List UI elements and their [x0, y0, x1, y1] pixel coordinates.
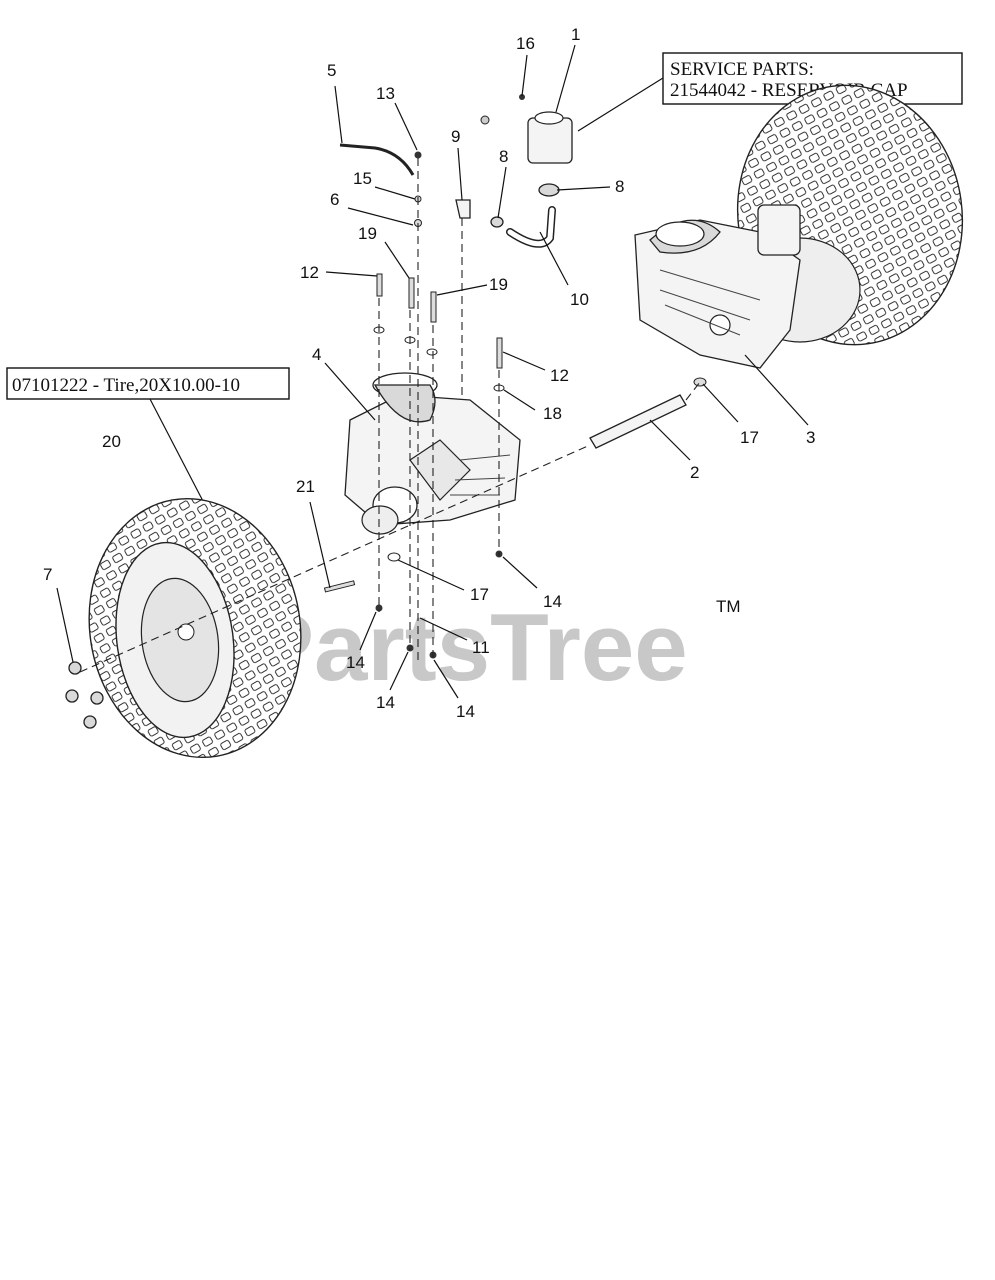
service-parts-title: SERVICE PARTS:: [670, 59, 814, 80]
callout-17-lower: 17: [470, 585, 489, 604]
svg-text:TM: TM: [716, 597, 741, 616]
callout-7: 7: [43, 565, 52, 584]
callout-19-right: 19: [489, 275, 508, 294]
callout-2: 2: [690, 463, 699, 482]
axle-tube: [589, 377, 707, 449]
svg-text:PartsTree: PartsTree: [250, 594, 688, 701]
callout-6: 6: [330, 190, 339, 209]
callout-8-right: 8: [615, 177, 624, 196]
callout-11: 11: [472, 638, 490, 657]
callout-20: 20: [102, 432, 121, 451]
callout-13: 13: [376, 84, 395, 103]
lug-nuts: [65, 661, 104, 729]
callout-5: 5: [327, 61, 336, 80]
leader-lines: [56, 44, 809, 699]
callout-1: 1: [571, 25, 580, 44]
callout-19-left: 19: [358, 224, 377, 243]
watermark: PartsTree TM: [250, 594, 741, 701]
hose-and-fittings: [455, 183, 560, 248]
callout-12-upper: 12: [300, 263, 319, 282]
callout-labels: 16 1 5 13 9 8 8 15 6 19 12 19 10 4 12 18…: [43, 25, 815, 721]
callout-10: 10: [570, 290, 589, 309]
callout-14-right: 14: [543, 592, 562, 611]
callout-4: 4: [312, 345, 321, 364]
callout-18: 18: [543, 404, 562, 423]
callout-3: 3: [806, 428, 815, 447]
callout-21: 21: [296, 477, 315, 496]
assembly-lines: [79, 158, 701, 673]
callout-14-left: 14: [346, 653, 365, 672]
callout-14-bottom: 14: [376, 693, 395, 712]
callout-12-lower: 12: [550, 366, 569, 385]
left-tire: [88, 497, 302, 759]
callout-9: 9: [451, 127, 460, 146]
callout-8-upper: 8: [499, 147, 508, 166]
callout-15: 15: [353, 169, 372, 188]
right-transaxle: [634, 204, 801, 369]
callout-14-bottom-right: 14: [456, 702, 475, 721]
callout-16: 16: [516, 34, 535, 53]
rod-hardware: [323, 143, 505, 659]
reservoir: [480, 94, 573, 164]
tire-part-label: 07101222 - Tire,20X10.00-10: [12, 375, 240, 396]
callout-17-right: 17: [740, 428, 759, 447]
tire-label-box: 07101222 - Tire,20X10.00-10: [6, 367, 290, 506]
